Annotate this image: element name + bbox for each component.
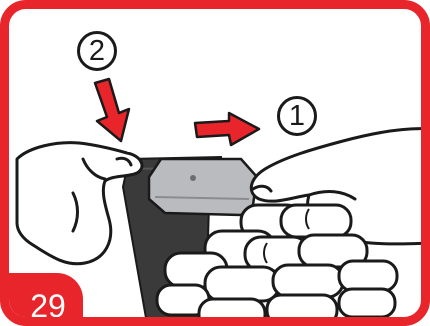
arrow-down-icon [95, 79, 129, 141]
arrow-right-icon [195, 113, 259, 145]
left-hand [17, 143, 142, 264]
cover-plate [149, 159, 257, 215]
step-2-marker: 2 [77, 31, 117, 71]
plate-screw [190, 175, 196, 181]
step-1-marker: 1 [277, 96, 317, 136]
step-number-badge: 29 [9, 273, 83, 326]
